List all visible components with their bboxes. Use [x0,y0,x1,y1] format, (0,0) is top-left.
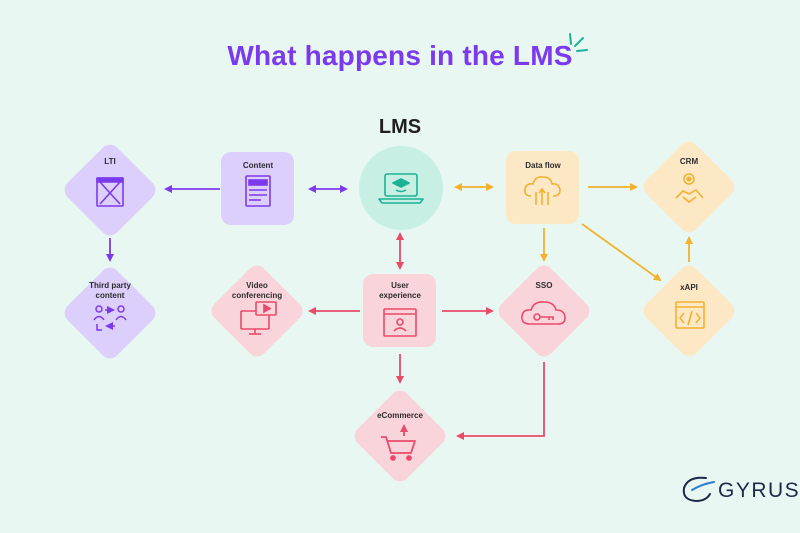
handshake-gear-icon [675,173,704,204]
tools-icon [96,177,124,207]
brand-name: GYRUS [718,479,800,502]
cloud-upload-icon [524,176,561,205]
document-icon [245,175,271,207]
data-flow-node [506,151,579,224]
arrow-dataflow-to-xapi [581,223,662,282]
data-flow-label: Data flow [525,161,561,170]
crm-node [643,141,735,233]
arrow-sso-to-ecommerce [456,362,545,440]
crm-label: CRM [679,157,699,166]
lti-node [64,144,156,236]
content-node [221,152,294,225]
third-party-node [64,267,156,359]
user-experience-node [363,274,436,347]
cloud-key-icon [521,301,566,325]
ecommerce-node [354,390,446,482]
gyrus-logo-icon [682,476,715,503]
lms-node [359,146,443,230]
cart-icon [381,424,416,461]
xapi-node [643,265,735,357]
connectors [106,183,693,440]
video-monitor-icon [240,301,277,335]
page-title: What happens in the LMS [227,40,573,71]
sso-node [498,265,590,357]
code-window-icon [675,301,705,329]
third-party-label: Third party content [89,281,131,300]
user-window-icon [383,308,417,337]
lti-label: LTI [104,157,116,166]
user-experience-label: User experience [379,281,421,300]
people-exchange-icon [93,305,127,331]
laptop-graduation-icon [378,173,424,204]
xapi-label: xAPI [680,283,698,292]
sso-label: SSO [535,281,553,290]
ecommerce-label: eCommerce [377,411,423,420]
content-label: Content [242,161,274,170]
lms-heading: LMS [378,116,422,138]
sparkle-decoration [569,33,588,52]
video-label: Video conferencing [231,281,283,300]
